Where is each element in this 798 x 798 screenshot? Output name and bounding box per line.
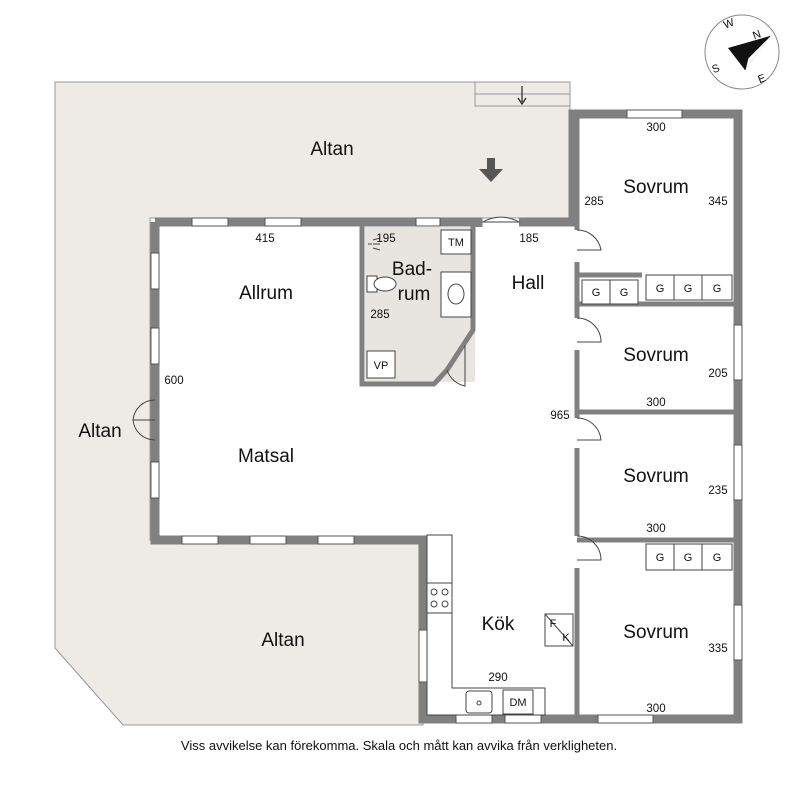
fixture-label-tm: TM — [448, 237, 464, 249]
dim-sovrum1-width: 300 — [646, 122, 665, 134]
wardrobe-label: G — [713, 283, 722, 295]
room-label-sovrum-1: Sovrum — [623, 177, 688, 198]
dim-sovrum2-depth: 205 — [708, 368, 727, 380]
wardrobe-label: G — [656, 552, 665, 564]
room-label-altan-left: Altan — [78, 421, 121, 442]
dim-badrum-depth: 285 — [370, 309, 389, 321]
dim-sovrum4-width: 300 — [646, 703, 665, 715]
dim-sovrum1-depth-left: 285 — [584, 196, 603, 208]
bathroom-fixtures — [366, 229, 472, 379]
room-label-matsal: Matsal — [238, 446, 294, 467]
fixture-label-dm: DM — [509, 697, 526, 709]
entrance-arrow-icon — [479, 158, 503, 182]
interior-walls — [359, 114, 738, 719]
wardrobes — [581, 274, 733, 571]
room-label-sovrum-3: Sovrum — [623, 466, 688, 487]
wardrobe-label: G — [656, 283, 665, 295]
dim-sovrum1-depth-right: 345 — [708, 196, 727, 208]
room-label-altan-top: Altan — [310, 139, 353, 160]
fixture-label-k: K — [562, 632, 570, 644]
shower-icon — [368, 237, 381, 251]
room-label-badrum-line2: rum — [398, 284, 431, 305]
dim-hall-width: 185 — [519, 233, 538, 245]
dim-badrum-width: 195 — [376, 233, 395, 245]
wardrobe-label: G — [592, 287, 601, 299]
kitchen-sink-icon — [465, 690, 493, 714]
wardrobe-label: G — [713, 552, 722, 564]
dim-living-depth: 600 — [164, 375, 183, 387]
room-label-badrum-line1: Bad- — [392, 259, 432, 280]
room-label-allrum: Allrum — [239, 283, 293, 304]
room-label-kok: Kök — [482, 614, 515, 635]
wardrobe-label: G — [684, 552, 693, 564]
compass-s: S — [710, 62, 721, 76]
compass-rose-icon: N E S W — [704, 14, 780, 90]
compass-e: E — [756, 72, 767, 86]
wardrobe-label: G — [684, 283, 693, 295]
windows — [150, 109, 743, 724]
doors — [132, 216, 602, 561]
dim-hall-depth: 965 — [550, 410, 569, 422]
dim-sovrum2-width: 300 — [646, 397, 665, 409]
dim-kok-width: 290 — [488, 672, 507, 684]
room-label-hall: Hall — [512, 273, 545, 294]
room-label-altan-bottom: Altan — [261, 630, 304, 651]
kitchen-counter — [426, 534, 574, 716]
dim-sovrum3-depth: 235 — [708, 485, 727, 497]
compass-w: W — [722, 17, 736, 32]
fixture-label-f: F — [550, 618, 557, 630]
wardrobe-label: G — [620, 287, 629, 299]
fixture-label-vp: VP — [374, 360, 389, 372]
room-label-sovrum-2: Sovrum — [623, 345, 688, 366]
dim-sovrum4-depth: 335 — [708, 643, 727, 655]
dim-sovrum3-width: 300 — [646, 523, 665, 535]
exterior-walls — [150, 109, 743, 724]
dim-allrum-width: 415 — [255, 233, 274, 245]
disclaimer-text: Viss avvikelse kan förekomma. Skala och … — [180, 738, 618, 753]
compass-n: N — [751, 28, 763, 42]
stove-icon — [426, 582, 453, 614]
room-label-sovrum-4: Sovrum — [623, 622, 688, 643]
step-down-arrow-icon — [517, 86, 527, 106]
